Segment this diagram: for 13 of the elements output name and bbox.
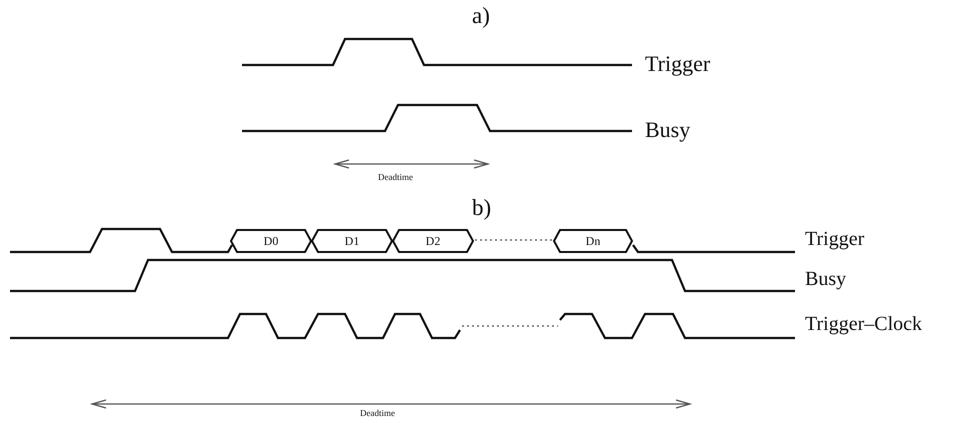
signal-label: Trigger xyxy=(805,227,864,252)
signal-label: Deadtime xyxy=(378,172,413,184)
signal-label: Busy xyxy=(805,267,846,292)
data-segment: D0 xyxy=(230,229,312,253)
data-segment: D1 xyxy=(311,229,393,253)
data-segment: D2 xyxy=(392,229,474,253)
signal-label: Trigger–Clock xyxy=(805,312,922,337)
data-segment: Dn xyxy=(553,229,633,253)
signal-label: Deadtime xyxy=(360,408,395,420)
signal-label: a) xyxy=(472,2,490,30)
signal-label: b) xyxy=(472,194,492,222)
signal-label: Trigger xyxy=(645,50,710,78)
signal-label: Busy xyxy=(645,116,690,144)
